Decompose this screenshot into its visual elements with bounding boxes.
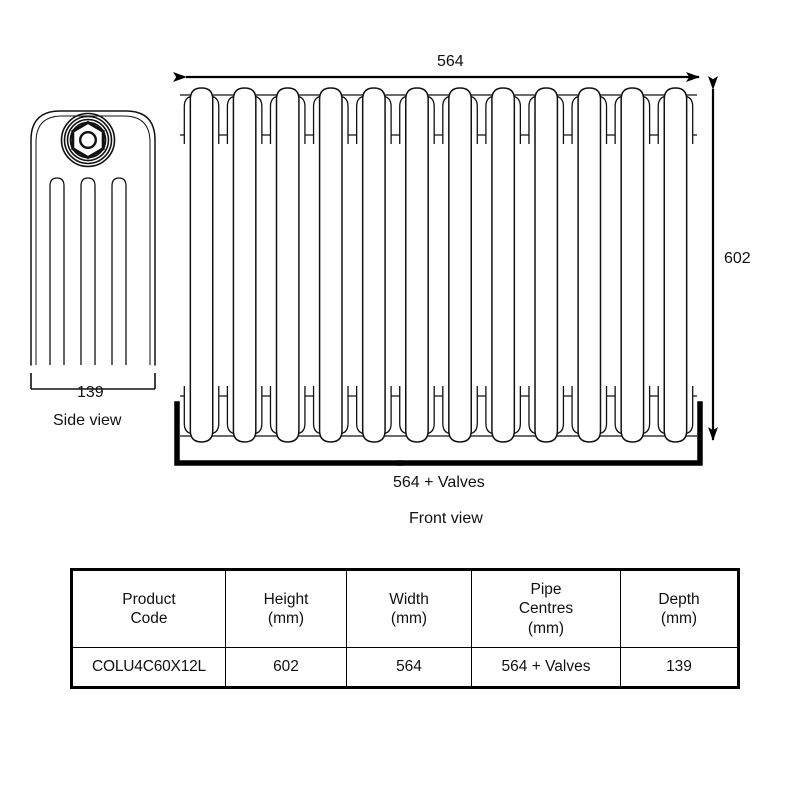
- header-line: (mm): [660, 610, 698, 627]
- header-line: Height: [263, 590, 309, 608]
- header-line: Centres: [518, 600, 574, 618]
- radiator-column: [399, 87, 435, 443]
- column-tube: [663, 87, 688, 443]
- radiator-columns: [183, 87, 694, 443]
- cell-width: 564: [346, 647, 472, 688]
- side-view-body-inline: [35, 115, 151, 365]
- side-view-depth-dimension: [30, 373, 156, 390]
- radiator-column: [571, 87, 608, 443]
- radiator-column: [183, 87, 220, 443]
- radiator-column: [312, 87, 349, 443]
- side-view-slots: [49, 177, 127, 365]
- table-row: COLU4C60X12L 602 564 564 + Valves 139: [71, 647, 739, 688]
- pipe-centres-bracket-left: [174, 401, 403, 466]
- header-cell-height: Height (mm): [225, 569, 347, 648]
- radiator-column: [226, 87, 263, 443]
- pipe-centres-dimension-label: 564 + Valves: [393, 474, 485, 491]
- column-tube: [361, 87, 386, 443]
- header-line: Code: [130, 610, 168, 627]
- table-header-row: Product Code Height (mm) Width (mm) Pipe…: [71, 569, 739, 648]
- front-view-group: [173, 72, 718, 466]
- radiator-column: [269, 87, 306, 443]
- side-view-body-outline: [30, 110, 156, 366]
- height-dimension-label: 602: [724, 250, 751, 267]
- cell-height: 602: [225, 647, 347, 688]
- column-tube: [405, 87, 429, 443]
- cell-pipe-centres: 564 + Valves: [471, 647, 621, 688]
- header-line: (mm): [267, 610, 305, 627]
- cell-product-code: COLU4C60X12L: [71, 647, 226, 688]
- header-cell-depth: Depth (mm): [620, 569, 739, 648]
- column-tube: [620, 87, 645, 443]
- header-line: Product: [122, 590, 176, 608]
- column-tube: [491, 87, 516, 443]
- header-cell-width: Width (mm): [346, 569, 472, 648]
- front-view-label: Front view: [409, 510, 483, 527]
- header-line: Width: [389, 590, 429, 608]
- cell-depth: 139: [620, 647, 739, 688]
- radiator-column: [614, 87, 651, 443]
- radiator-column: [355, 87, 392, 443]
- side-view-slot: [111, 177, 127, 365]
- width-dimension-label: 564: [437, 53, 464, 70]
- column-tube: [577, 87, 602, 443]
- side-view-group: [30, 110, 156, 390]
- header-cell-product-code: Product Code: [71, 569, 226, 648]
- side-view-slot: [80, 177, 96, 365]
- radiator-column: [528, 87, 565, 443]
- radiator-column: [657, 87, 694, 443]
- header-line: (mm): [527, 619, 565, 637]
- header-line: Depth: [658, 590, 700, 608]
- spec-table-container: Product Code Height (mm) Width (mm) Pipe…: [70, 568, 740, 689]
- column-tube: [189, 87, 214, 443]
- column-tube: [448, 87, 472, 443]
- column-tube: [232, 87, 257, 443]
- side-view-label: Side view: [53, 412, 122, 429]
- header-line: (mm): [390, 610, 428, 627]
- header-line: Pipe: [530, 580, 562, 598]
- side-view-depth-label: 139: [77, 384, 104, 401]
- column-tube: [275, 87, 300, 443]
- column-tube: [318, 87, 343, 443]
- column-tube: [534, 87, 559, 443]
- spec-table: Product Code Height (mm) Width (mm) Pipe…: [70, 568, 740, 689]
- pipe-centres-bracket-right: [397, 401, 703, 466]
- side-view-slot: [49, 177, 65, 365]
- header-cell-pipe-centres: Pipe Centres (mm): [471, 569, 621, 648]
- radiator-column: [442, 87, 478, 443]
- hex-nut-icon: [60, 112, 116, 168]
- radiator-column: [485, 87, 522, 443]
